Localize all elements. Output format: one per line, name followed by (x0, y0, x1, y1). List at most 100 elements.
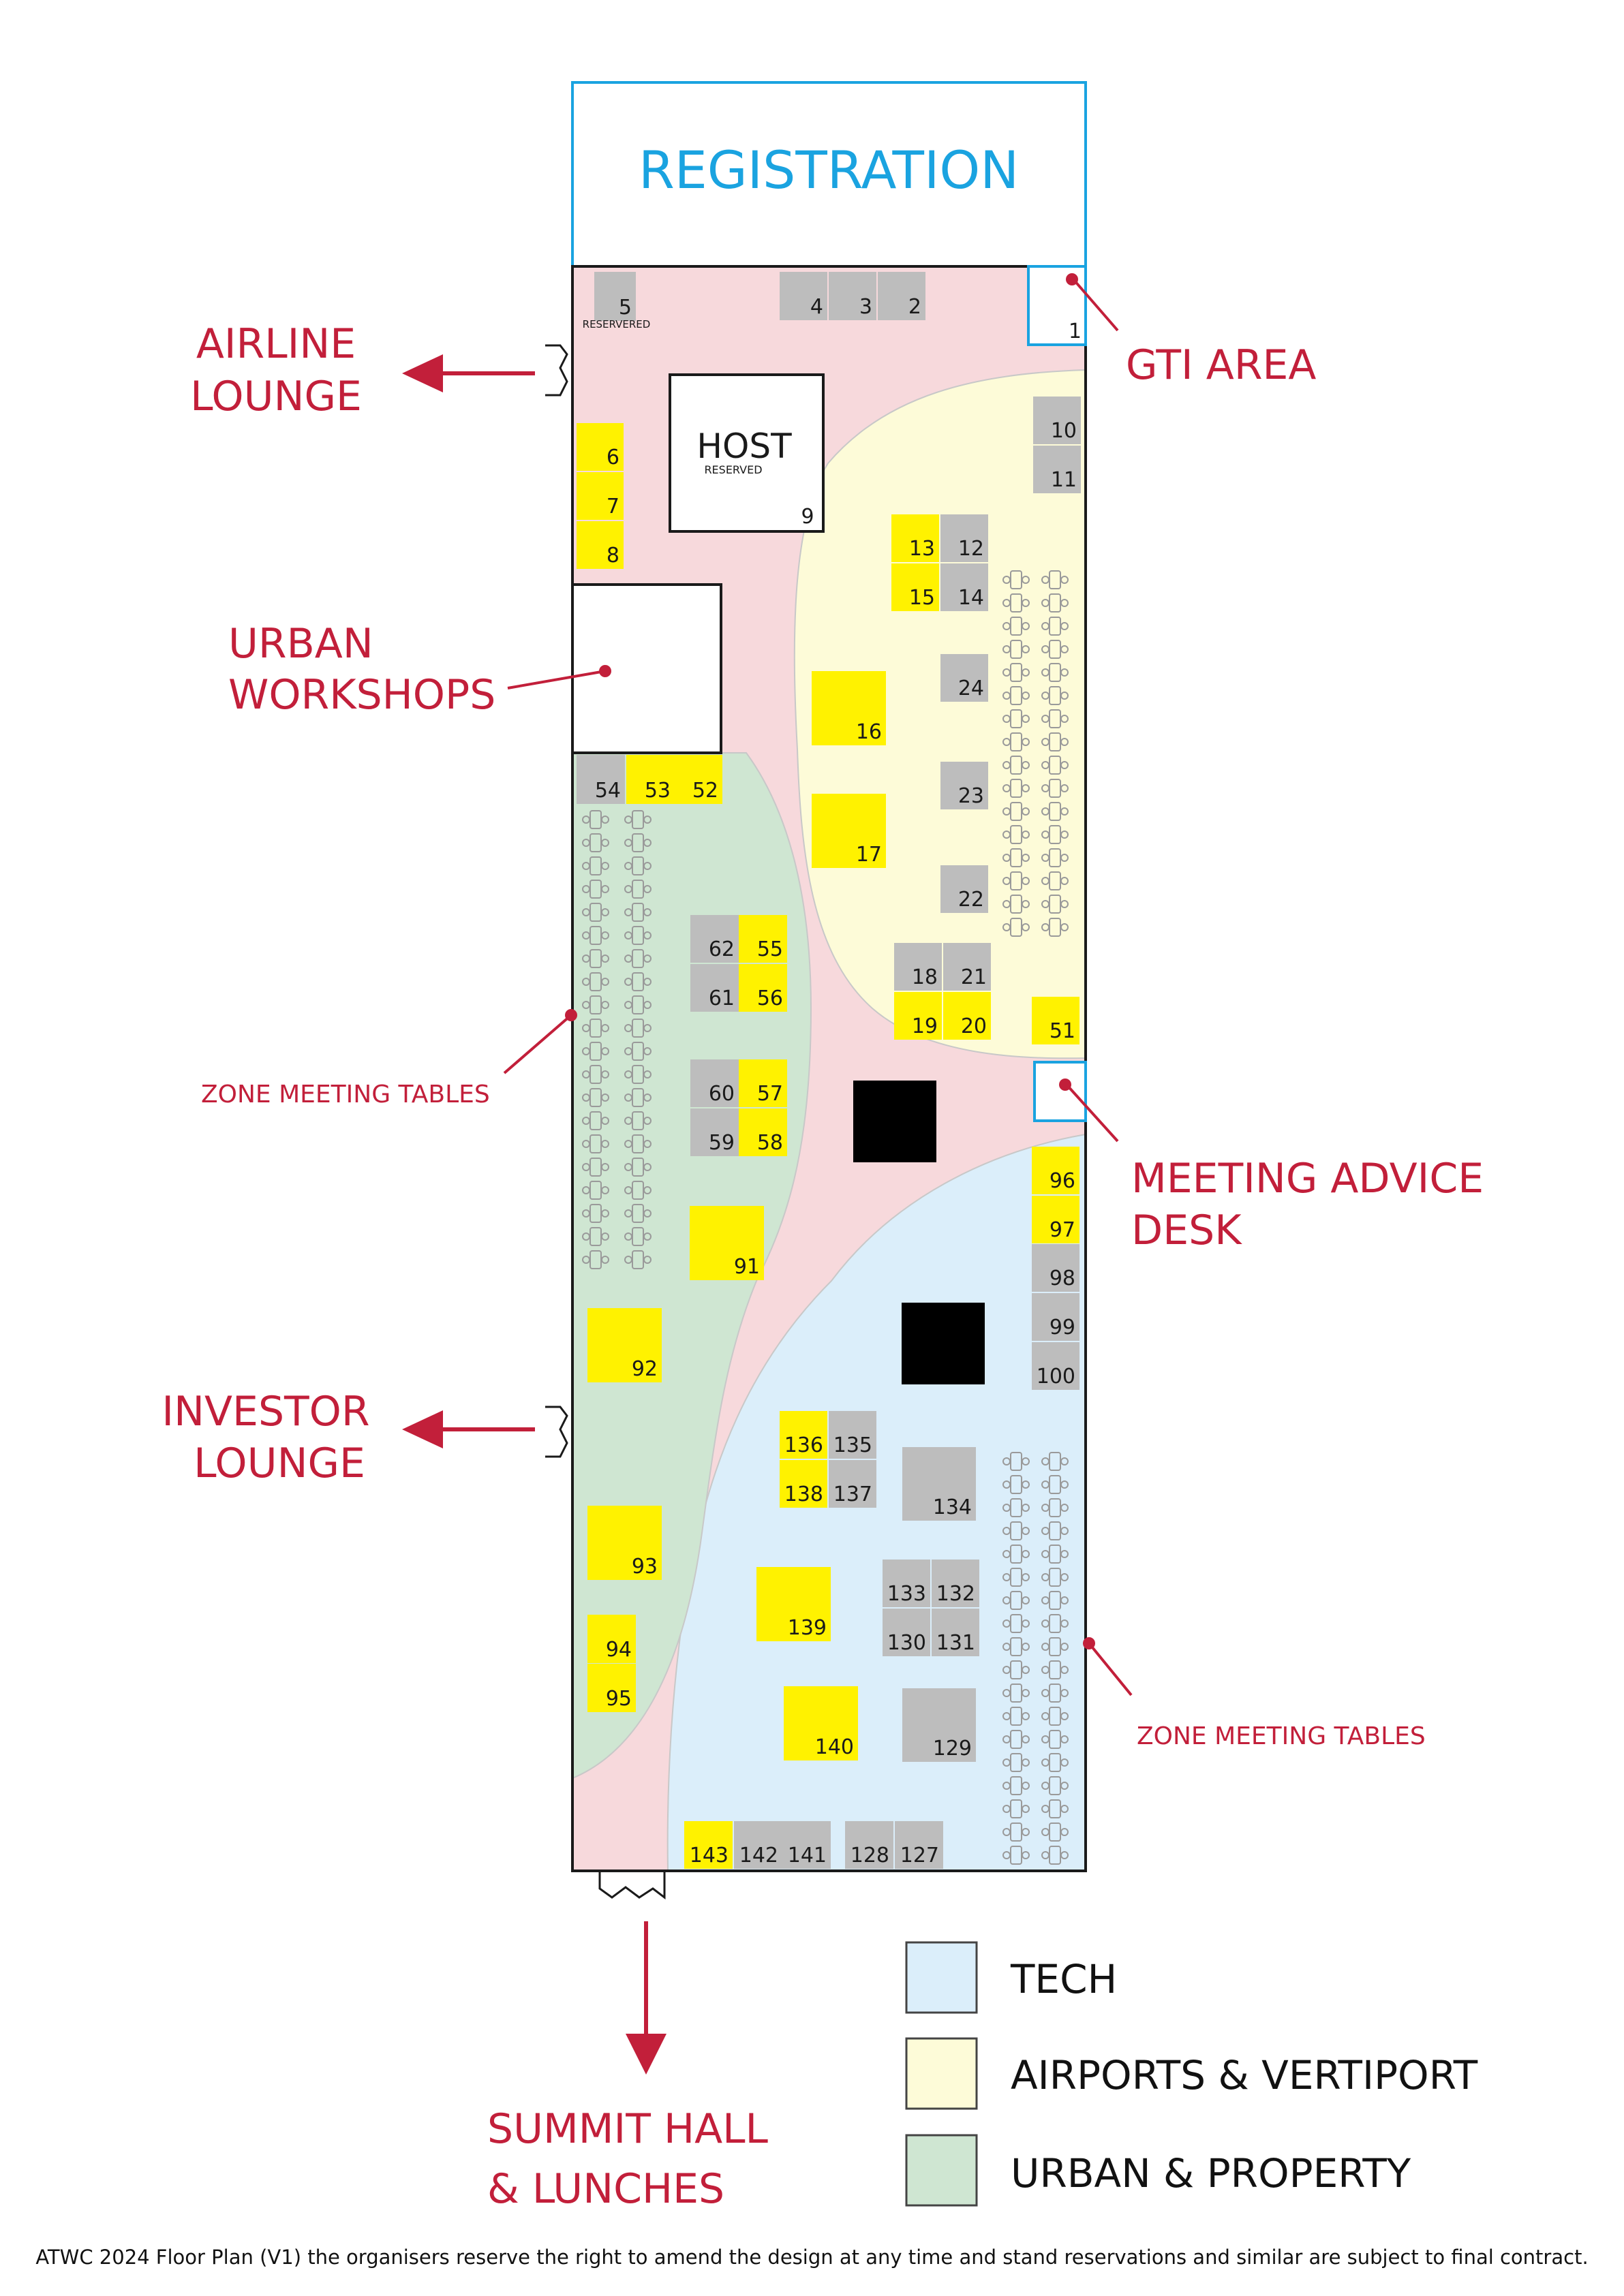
stand-131[interactable] (932, 1609, 979, 1656)
stand-23[interactable] (940, 762, 988, 809)
meeting-chair (643, 839, 652, 847)
meeting-chair (624, 1163, 632, 1171)
stand-11[interactable] (1033, 446, 1081, 493)
urban-workshops-box[interactable] (571, 583, 722, 754)
meeting-chair (1002, 807, 1011, 816)
stand-94[interactable] (587, 1615, 636, 1663)
meeting-chair (624, 978, 632, 986)
stand-98[interactable] (1032, 1244, 1079, 1292)
meeting-chair (582, 839, 590, 847)
stand-number-51: 51 (1050, 1019, 1075, 1043)
meeting-chair (1022, 1550, 1030, 1558)
stand-7[interactable] (577, 472, 624, 520)
stand-24[interactable] (940, 654, 988, 702)
stand-143[interactable] (684, 1821, 733, 1869)
gti-area-label[interactable]: GTI AREA (1126, 341, 1316, 389)
stand-99[interactable] (1032, 1293, 1079, 1341)
stand-number-7: 7 (607, 495, 619, 518)
stand-57[interactable] (739, 1059, 787, 1107)
airline-lounge-label-2[interactable]: LOUNGE (190, 373, 362, 420)
stand-62[interactable] (690, 915, 739, 963)
meeting-advice-desk-label[interactable]: MEETING ADVICE (1131, 1155, 1484, 1203)
stand-53[interactable] (626, 755, 675, 804)
stand-4[interactable] (780, 272, 827, 320)
investor-lounge-label-2[interactable]: LOUNGE (194, 1440, 365, 1487)
stand-51[interactable] (1032, 997, 1079, 1044)
stand-19[interactable] (894, 992, 942, 1040)
meeting-chair (1060, 1619, 1069, 1628)
zone-meeting-tables-left-label[interactable]: ZONE MEETING TABLES (201, 1081, 490, 1108)
stand-135[interactable] (829, 1411, 876, 1459)
stand-58[interactable] (739, 1108, 787, 1156)
stand-3[interactable] (829, 272, 876, 320)
stand-59[interactable] (690, 1108, 739, 1156)
meeting-chair (643, 1001, 652, 1009)
host-stand[interactable] (669, 373, 825, 533)
meeting-chair (1022, 807, 1030, 816)
summit-hall-label-2[interactable]: & LUNCHES (487, 2165, 724, 2213)
stand-22[interactable] (940, 865, 988, 913)
stand-97[interactable] (1032, 1196, 1079, 1243)
stand-100[interactable] (1032, 1342, 1079, 1390)
urban-workshops-label-2[interactable]: WORKSHOPS (228, 671, 495, 719)
stand-21[interactable] (943, 943, 991, 991)
stand-60[interactable] (690, 1059, 739, 1107)
stand-2[interactable] (878, 272, 925, 320)
door-summit-hall[interactable] (598, 1872, 666, 1900)
meeting-chair (1002, 599, 1011, 607)
meeting-chair (1060, 645, 1069, 653)
stand-15[interactable] (891, 563, 939, 611)
door-investor-lounge[interactable] (545, 1406, 568, 1458)
stand-136[interactable] (780, 1411, 827, 1459)
stand-93[interactable] (587, 1506, 662, 1580)
stand-91[interactable] (690, 1206, 764, 1280)
stand-61[interactable] (690, 964, 739, 1012)
stand-12[interactable] (940, 514, 988, 562)
meeting-advice-desk-label-2[interactable]: DESK (1131, 1207, 1242, 1254)
stand-55[interactable] (739, 915, 787, 963)
stand-95[interactable] (587, 1664, 636, 1712)
stand-52[interactable] (675, 755, 722, 804)
stand-138[interactable] (780, 1460, 827, 1508)
stand-137[interactable] (829, 1460, 876, 1508)
stand-139[interactable] (756, 1567, 831, 1641)
stand-20[interactable] (943, 992, 991, 1040)
urban-workshops-label[interactable]: URBAN (228, 620, 373, 668)
stand-140[interactable] (784, 1686, 858, 1760)
airline-lounge-label[interactable]: AIRLINE (196, 320, 356, 368)
stand-16[interactable] (812, 671, 886, 745)
stand-54[interactable] (577, 755, 625, 804)
stand-133[interactable] (883, 1560, 930, 1607)
stand-17[interactable] (812, 794, 886, 868)
meeting-chair (1022, 831, 1030, 839)
stand-8[interactable] (577, 521, 624, 569)
meeting-chair (601, 1256, 609, 1264)
legend: TECH AIRPORTS & VERTIPORT URBAN & PROPER… (905, 1941, 1478, 2207)
stand-127[interactable] (895, 1821, 943, 1869)
stand-141[interactable] (782, 1821, 831, 1869)
stand-6[interactable] (577, 423, 624, 471)
zone-meeting-tables-right-label[interactable]: ZONE MEETING TABLES (1137, 1722, 1426, 1750)
stand-14[interactable] (940, 563, 988, 611)
stand-number-139: 139 (788, 1616, 827, 1640)
stand-130[interactable] (883, 1609, 930, 1656)
stand-10[interactable] (1033, 397, 1081, 444)
registration-area[interactable] (571, 81, 1087, 268)
footnote: ATWC 2024 Floor Plan (V1) the organisers… (35, 2246, 1589, 2269)
meeting-chair (601, 908, 609, 916)
stand-13[interactable] (891, 514, 939, 562)
stand-96[interactable] (1032, 1147, 1079, 1194)
stand-18[interactable] (894, 943, 942, 991)
advice-desk-box[interactable] (1033, 1061, 1087, 1122)
stand-142[interactable] (734, 1821, 782, 1869)
door-airline-lounge[interactable] (545, 344, 568, 397)
stand-128[interactable] (845, 1821, 893, 1869)
stand-56[interactable] (739, 964, 787, 1012)
stand-134[interactable] (902, 1447, 976, 1521)
investor-lounge-label[interactable]: INVESTOR (162, 1388, 369, 1436)
stand-129[interactable] (902, 1688, 976, 1762)
stand-5[interactable] (594, 272, 636, 321)
summit-hall-label[interactable]: SUMMIT HALL (487, 2105, 769, 2153)
stand-92[interactable] (587, 1308, 662, 1382)
stand-132[interactable] (932, 1560, 979, 1607)
